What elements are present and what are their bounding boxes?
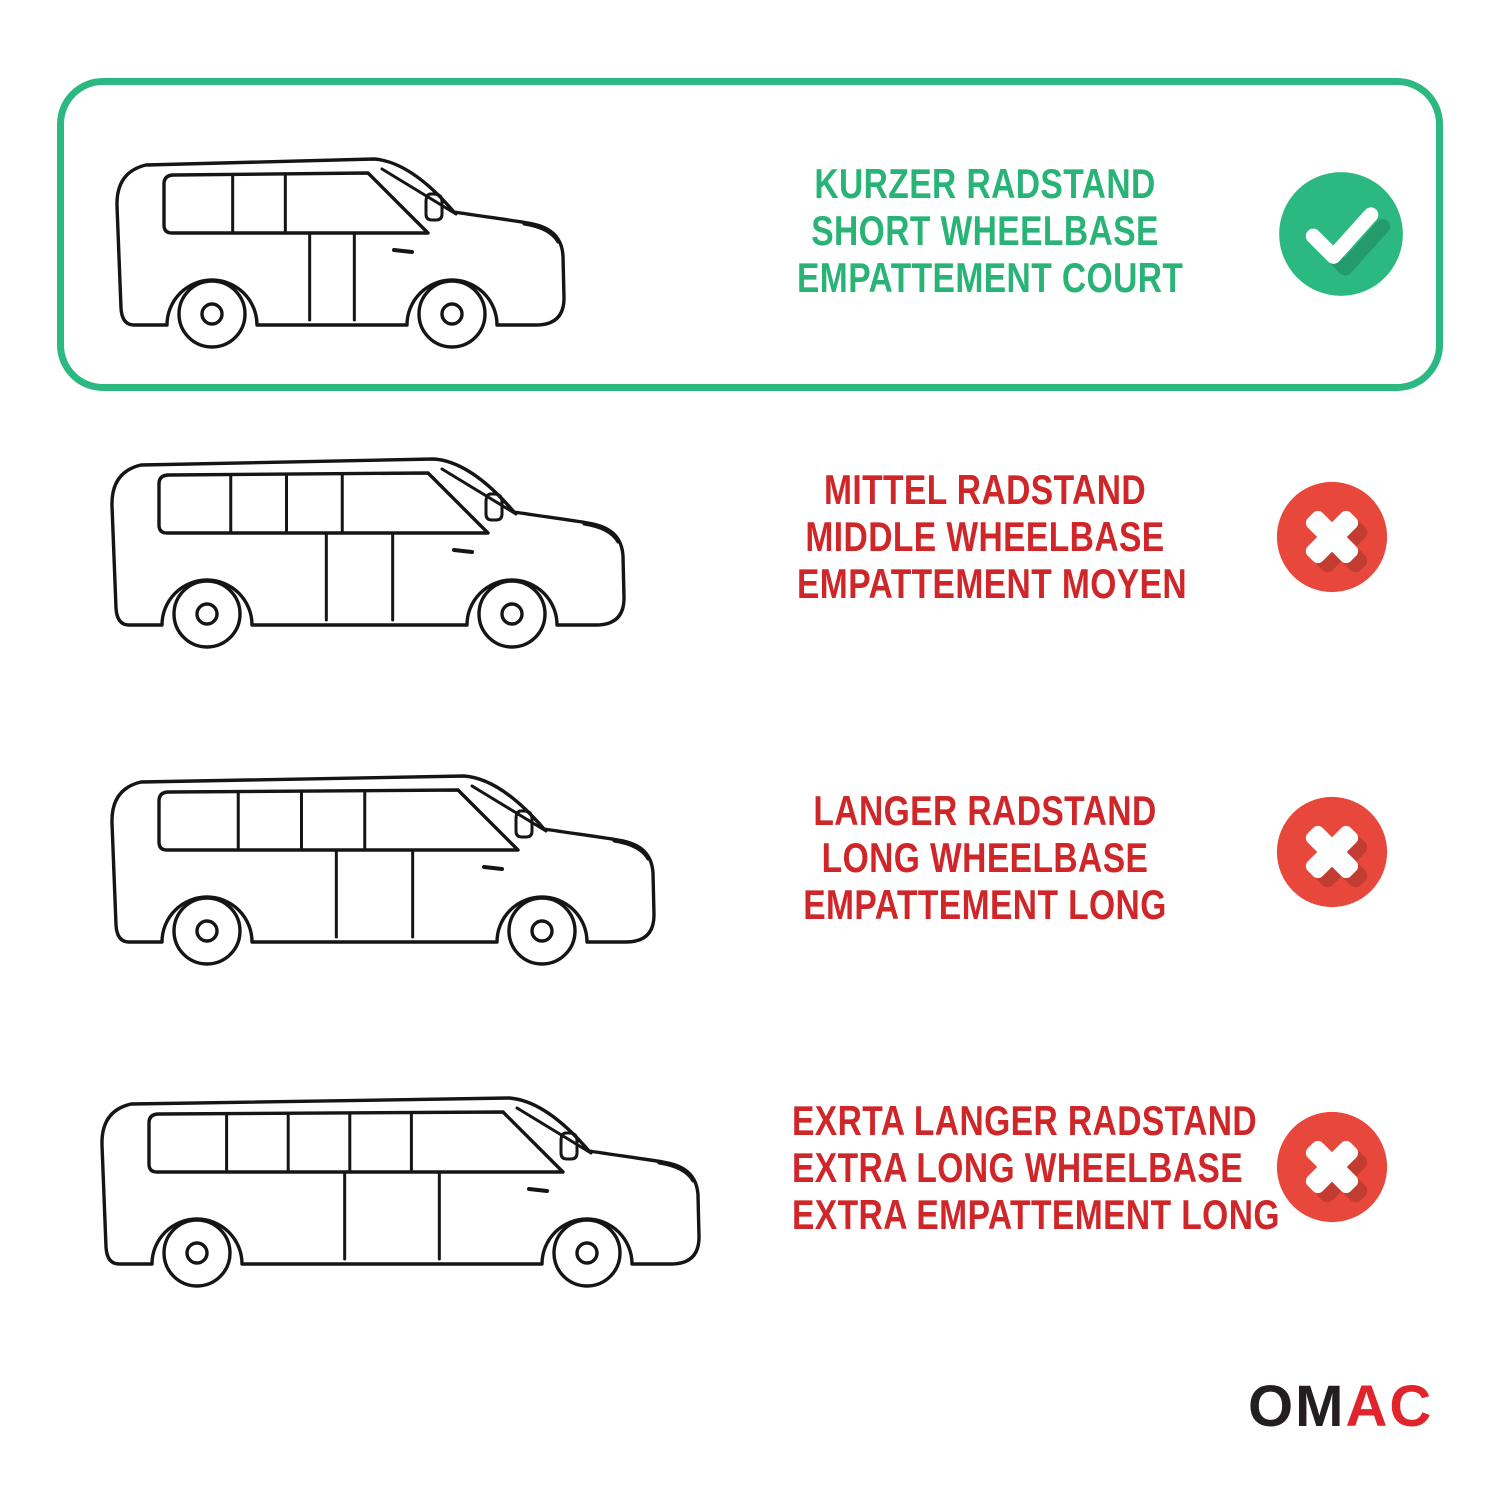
option-row-extra-long-wheelbase: EXRTA LANGER RADSTAND EXTRA LONG WHEELBA… (0, 1055, 1500, 1315)
option-label-line-de: KURZER RADSTAND (814, 160, 1156, 207)
option-label-line-en: EXTRA LONG WHEELBASE (792, 1144, 1244, 1192)
omac-logo-ac: AC (1345, 1374, 1434, 1439)
extra-long-wheelbase-van-illustration (100, 1096, 701, 1288)
option-row-long-wheelbase: LANGER RADSTAND LONG WHEELBASE EMPATTEME… (0, 745, 1500, 975)
cross-icon (1275, 1110, 1389, 1224)
check-icon (1277, 170, 1405, 298)
option-label-line-fr: EXTRA EMPATTEMENT LONG (792, 1191, 1280, 1239)
option-label-line-en: SHORT WHEELBASE (811, 207, 1159, 255)
option-label-middle: MITTEL RADSTAND MIDDLE WHEELBASE EMPATTE… (797, 466, 1188, 608)
option-label-line-de: MITTEL RADSTAND (823, 466, 1147, 513)
cross-icon (1275, 480, 1389, 594)
middle-wheelbase-van-illustration (110, 457, 626, 649)
selected-option-border (57, 78, 1443, 391)
option-label-line-fr: EMPATTEMENT MOYEN (797, 560, 1188, 608)
cross-icon (1275, 795, 1389, 909)
short-wheelbase-van-illustration (115, 157, 566, 349)
option-label-line-de: EXRTA LANGER RADSTAND (792, 1097, 1258, 1144)
option-label-extra-long: EXRTA LANGER RADSTAND EXTRA LONG WHEELBA… (792, 1097, 1280, 1239)
omac-logo: OMAC (1248, 1378, 1433, 1436)
option-label-line-fr: EMPATTEMENT LONG (803, 881, 1167, 929)
long-wheelbase-van-illustration (110, 774, 656, 966)
option-row-short-wheelbase: KURZER RADSTAND SHORT WHEELBASE EMPATTEM… (0, 78, 1500, 391)
option-label-line-en: LONG WHEELBASE (821, 834, 1149, 882)
omac-logo-om: OM (1248, 1374, 1346, 1439)
option-label-line-de: LANGER RADSTAND (813, 787, 1157, 834)
option-label-line-fr: EMPATTEMENT COURT (797, 254, 1184, 302)
option-label-line-en: MIDDLE WHEELBASE (805, 513, 1165, 561)
option-label-short: KURZER RADSTAND SHORT WHEELBASE EMPATTEM… (797, 160, 1184, 302)
option-row-middle-wheelbase: MITTEL RADSTAND MIDDLE WHEELBASE EMPATTE… (0, 428, 1500, 658)
option-label-long: LANGER RADSTAND LONG WHEELBASE EMPATTEME… (797, 787, 1173, 928)
